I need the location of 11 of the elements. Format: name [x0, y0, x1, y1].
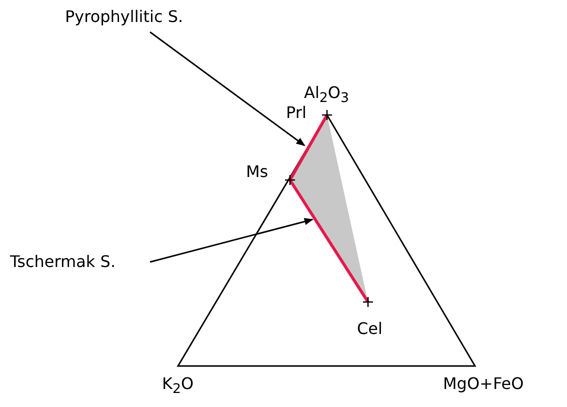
tie-line [288, 179, 370, 303]
vertex-label: K$_{2}$O [162, 375, 194, 398]
point-label: Prl [286, 104, 306, 122]
point-label: Cel [357, 320, 382, 338]
vertex-label: MgO+FeO [443, 375, 524, 393]
leader-arrow [150, 31, 306, 146]
callout-text: Tschermak S. [10, 253, 116, 271]
point-label: Ms [246, 163, 268, 181]
leader-arrow [150, 218, 314, 263]
vertex-label: Al$_{2}$O$_{3}$ [304, 84, 349, 106]
callout-text: Pyrophyllitic S. [65, 8, 184, 26]
